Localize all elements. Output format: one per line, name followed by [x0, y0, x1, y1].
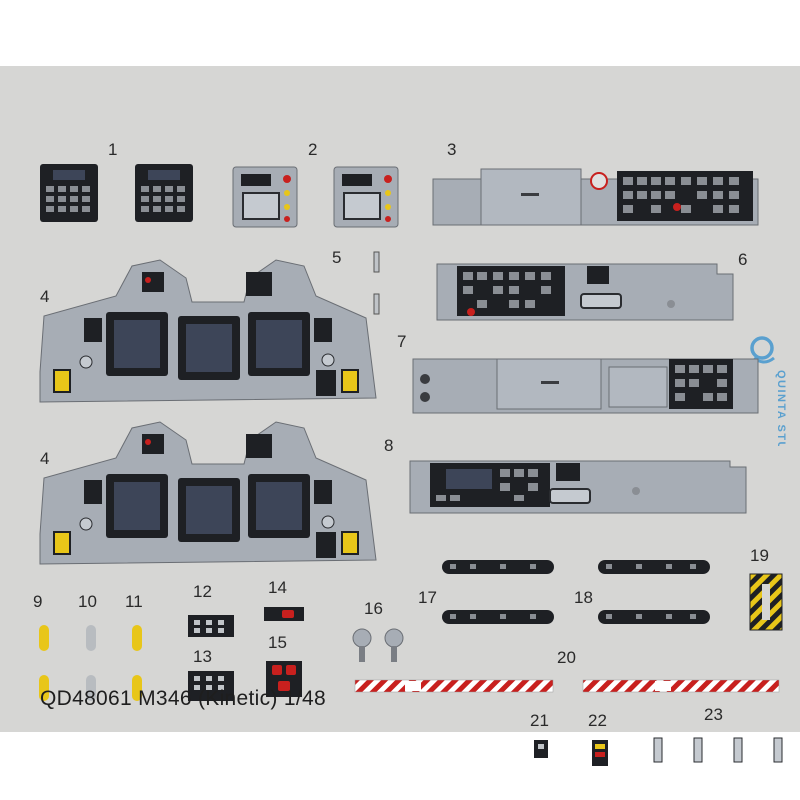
part-number-6: 6 — [738, 250, 748, 269]
part-number-17: 17 — [418, 588, 437, 607]
part-number-4: 4 — [40, 287, 50, 306]
part-number-4b: 4 — [40, 449, 50, 468]
part-number-2: 2 — [308, 140, 318, 159]
parts-12-13-switch-blocks — [188, 615, 234, 701]
part-number-8: 8 — [384, 436, 394, 455]
parts-17-18-light-strips — [442, 560, 710, 624]
part-7-side-console — [412, 358, 759, 414]
parts-9-10-11-handles — [39, 625, 142, 701]
part-number-5: 5 — [332, 248, 342, 267]
part-number-20: 20 — [557, 648, 576, 667]
part-19-ejection-handle — [749, 573, 783, 631]
part-20-warning-strips — [354, 679, 780, 693]
part-2-small-panels — [232, 166, 399, 228]
part-6-side-console — [436, 263, 734, 321]
parts-14-15-red-switch-panels — [264, 607, 304, 697]
part-number-19: 19 — [750, 546, 769, 565]
decal-sheet: 1 2 3 4 5 6 7 8 4 9 10 11 12 13 14 15 16… — [0, 66, 800, 766]
part-number-22: 22 — [588, 711, 607, 730]
part-5-small-strips — [373, 251, 380, 315]
part-number-15: 15 — [268, 633, 287, 652]
part-1-keypad-panels — [40, 164, 193, 222]
sheet-footer-title: QD48061 M346 (Kinetic) 1/48 — [40, 687, 326, 710]
part-4-main-instrument-panel — [39, 259, 377, 403]
part-23-small-tags — [653, 737, 783, 763]
part-number-3: 3 — [447, 140, 457, 159]
part-number-1: 1 — [108, 140, 118, 159]
part-number-13: 13 — [193, 647, 212, 666]
part-number-21: 21 — [530, 711, 549, 730]
part-number-10: 10 — [78, 592, 97, 611]
part-8-side-console — [409, 460, 747, 514]
part-number-18: 18 — [574, 588, 593, 607]
part-number-23: 23 — [704, 705, 723, 724]
parts-21-22-small-panels — [534, 740, 608, 766]
part-number-12: 12 — [193, 582, 212, 601]
part-number-16: 16 — [364, 599, 383, 618]
part-3-side-console — [432, 168, 759, 226]
part-number-7: 7 — [397, 332, 407, 351]
part-16-knobs — [352, 628, 404, 662]
part-number-9: 9 — [33, 592, 43, 611]
part-number-11: 11 — [125, 592, 143, 611]
brand-text: QUINTA STUDIO — [775, 370, 787, 446]
part-4-main-instrument-panel-2 — [39, 421, 377, 565]
part-number-14: 14 — [268, 578, 287, 597]
